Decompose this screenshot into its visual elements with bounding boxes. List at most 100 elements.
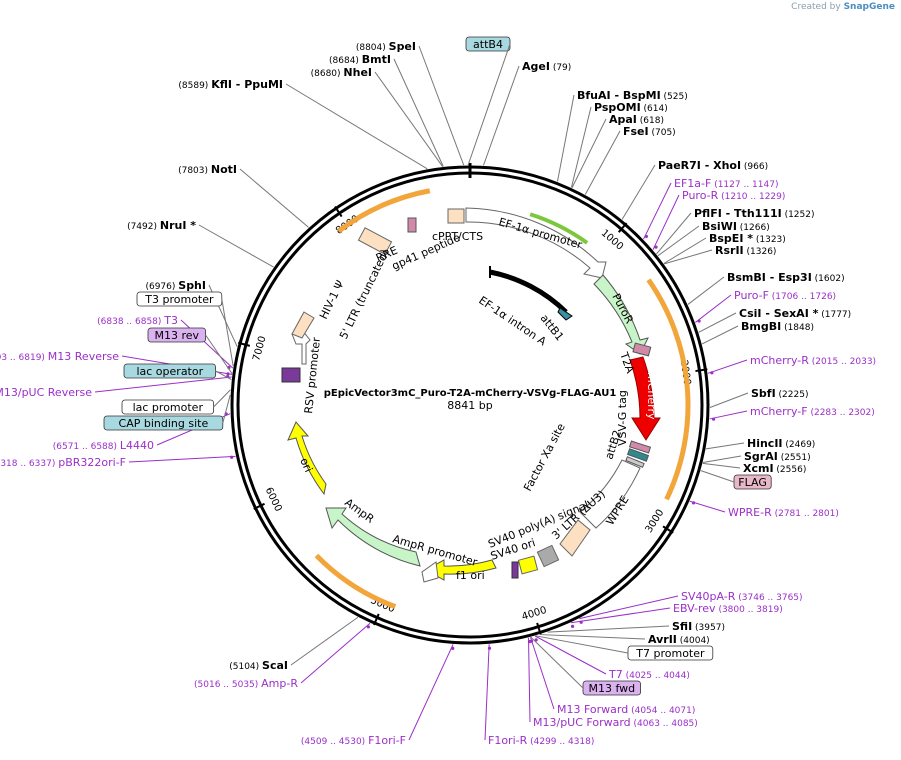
attb1-mark xyxy=(557,307,573,321)
feature-box-leader xyxy=(467,43,511,166)
enzyme-label: RsrII (1326) xyxy=(715,244,776,257)
feature-box-cap-binding-site[interactable]: CAP binding site xyxy=(103,415,224,431)
primer-site-ebv-rev[interactable]: EBV-rev (3800 .. 3819) xyxy=(570,602,783,628)
primer-site-pbr322ori-f[interactable]: (6318 .. 6337) pBR322ori-F xyxy=(0,455,234,469)
primer-leader xyxy=(94,376,232,393)
feature-box-lac-operator[interactable]: lac operator xyxy=(123,363,216,379)
enzyme-site-noti[interactable]: (7803) NotI xyxy=(178,163,237,176)
primer-leader xyxy=(528,637,531,723)
primer-site-f1ori-r[interactable]: F1ori-R (4299 .. 4318) xyxy=(487,646,595,747)
mcherry-arrow xyxy=(629,356,661,441)
enzyme-label: CsiI - SexAI * (1777) xyxy=(739,307,851,320)
enzyme-label: BmgBI (1848) xyxy=(741,320,814,333)
tick-5000 xyxy=(373,613,380,626)
t2a-box xyxy=(632,342,652,357)
feature-box-m13-fwd[interactable]: M13 fwd xyxy=(582,680,641,696)
feature-box-lac-promoter[interactable]: lac promoter xyxy=(121,399,214,415)
feature-box-leader xyxy=(221,298,234,367)
primer-leader xyxy=(180,319,234,369)
feature-box-attb4[interactable]: attB4 xyxy=(465,36,511,52)
enzyme-site-agei[interactable]: AgeI (79) xyxy=(522,60,571,73)
enzyme-label: FseI (705) xyxy=(623,125,676,138)
enzyme-site-spei[interactable]: (8804) SpeI xyxy=(356,40,416,53)
primer-label: (6803 .. 6819) M13 Reverse xyxy=(0,350,119,363)
primer-label: F1ori-R (4299 .. 4318) xyxy=(488,734,594,747)
ef1a-intron-arc xyxy=(489,269,568,314)
enzyme-site-bsiwi[interactable]: BsiWI (1266) xyxy=(702,220,770,233)
feature-box-leader xyxy=(213,389,231,408)
sv40ori-box xyxy=(517,555,539,575)
enzyme-label: (7803) NotI xyxy=(178,163,237,176)
enzyme-site-pspomi[interactable]: PspOMI (614) xyxy=(594,101,668,114)
primer-leader xyxy=(484,644,490,741)
feature-box-label: T3 promoter xyxy=(144,293,214,306)
primer-label: (5016 .. 5035) Amp-R xyxy=(194,677,298,690)
enzyme-site-nhei[interactable]: (8680) NheI xyxy=(311,66,372,79)
ltr5-box xyxy=(291,311,315,339)
primer-site-amp-r[interactable]: (5016 .. 5035) Amp-R xyxy=(194,625,370,690)
enzyme-leader xyxy=(556,94,575,182)
enzyme-site-bmgbi[interactable]: BmgBI (1848) xyxy=(741,320,814,333)
feature-box-label: FLAG xyxy=(738,476,767,489)
credit-prefix: Created by xyxy=(791,2,841,12)
tick-label-4000: 4000 xyxy=(521,605,549,623)
enzyme-site-bmti[interactable]: (8684) BmtI xyxy=(329,53,391,66)
primer-site-puro-r[interactable]: Puro-R (1210 .. 1229) xyxy=(654,189,785,249)
primer-leader xyxy=(300,622,371,684)
arc-right xyxy=(646,278,691,501)
enzyme-site-bspei[interactable]: BspEI * (1323) xyxy=(709,232,786,245)
rre-box xyxy=(357,227,393,255)
primer-site-t3[interactable]: (6838 .. 6858) T3 xyxy=(97,314,231,370)
enzyme-leader xyxy=(656,212,692,255)
label-ltr5: 5' LTR (truncated) xyxy=(337,247,392,341)
primer-label: Puro-R (1210 .. 1229) xyxy=(682,189,785,202)
enzyme-site-scai[interactable]: (5104) ScaI xyxy=(229,659,288,672)
enzyme-site-hincii[interactable]: HincII (2469) xyxy=(747,437,815,450)
enzyme-site-pflfi[interactable]: PflFI - Tth111I (1252) xyxy=(694,207,815,220)
enzyme-site-sfii[interactable]: SfiI (3957) xyxy=(672,620,725,633)
enzyme-site-sphi[interactable]: (6976) SphI xyxy=(145,279,206,292)
enzyme-site-bsmbi[interactable]: BsmBI - Esp3I (1602) xyxy=(727,271,845,284)
primer-site-puro-f[interactable]: Puro-F (1706 .. 1726) xyxy=(697,289,837,323)
enzyme-site-rsrii[interactable]: RsrII (1326) xyxy=(715,244,776,257)
feature-box-m13-rev[interactable]: M13 rev xyxy=(147,327,206,343)
enzyme-site-apai[interactable]: ApaI (618) xyxy=(609,113,664,126)
primer-label: (6318 .. 6337) pBR322ori-F xyxy=(0,456,126,469)
enzyme-site-sgrai[interactable]: SgrAI (2551) xyxy=(744,450,811,463)
primer-label: EF1a-F (1127 .. 1147) xyxy=(674,177,778,190)
feature-box-t3-promoter[interactable]: T3 promoter xyxy=(136,291,223,307)
enzyme-label: SfiI (3957) xyxy=(672,620,725,633)
primer-leader xyxy=(707,359,748,374)
enzyme-site-csii[interactable]: CsiI - SexAI * (1777) xyxy=(739,307,851,320)
feature-box-t7-promoter[interactable]: T7 promoter xyxy=(627,645,714,661)
label-vsvg: VSV-G tag xyxy=(616,390,629,446)
enzyme-site-bfuai[interactable]: BfuAI - BspMI (525) xyxy=(577,89,688,102)
enzyme-leader xyxy=(198,224,274,268)
primer-site-f1ori-f[interactable]: (4509 .. 4530) F1ori-F xyxy=(301,646,455,747)
arc-top-left xyxy=(337,188,431,234)
enzyme-site-fsei[interactable]: FseI (705) xyxy=(623,125,676,138)
feature-box-leader xyxy=(222,394,231,424)
enzyme-label: BsmBI - Esp3I (1602) xyxy=(727,271,845,284)
primer-site-t7[interactable]: T7 (4025 .. 4044) xyxy=(534,638,690,681)
enzyme-site-paer7i[interactable]: PaeR7I - XhoI (966) xyxy=(658,159,768,172)
primer-site-wpre-r[interactable]: WPRE-R (2781 .. 2801) xyxy=(691,501,839,519)
feature-box-leader xyxy=(215,370,232,381)
enzyme-site-sbfi[interactable]: SbfI (2225) xyxy=(751,387,808,400)
enzyme-site-xcmi[interactable]: XcmI (2556) xyxy=(743,462,806,475)
enzyme-site-nrui[interactable]: (7492) NruI * xyxy=(127,219,196,232)
label-gp41: gp41 peptide xyxy=(390,231,462,273)
tick-3000 xyxy=(662,525,674,534)
enzyme-site-avrii[interactable]: AvrII (4004) xyxy=(648,633,710,646)
enzyme-label: (7492) NruI * xyxy=(127,219,196,232)
feature-box-flag[interactable]: FLAG xyxy=(733,474,772,490)
primer-site-m13-reverse[interactable]: (6803 .. 6819) M13 Reverse xyxy=(0,350,230,376)
primer-site-m13-puc-reverse[interactable]: (6784 .. 6806) M13/pUC Reverse xyxy=(0,374,230,399)
enzyme-site-kfli[interactable]: (8589) KflI - PpuMI xyxy=(178,78,283,91)
enzyme-leader xyxy=(702,462,741,469)
enzyme-leader xyxy=(705,442,745,450)
label-factor-xa: Factor Xa site xyxy=(521,421,568,493)
enzyme-leader xyxy=(701,325,739,345)
ltr3-dU3-mark xyxy=(536,544,560,568)
primer-site-ef1a-f[interactable]: EF1a-F (1127 .. 1147) xyxy=(644,177,779,239)
